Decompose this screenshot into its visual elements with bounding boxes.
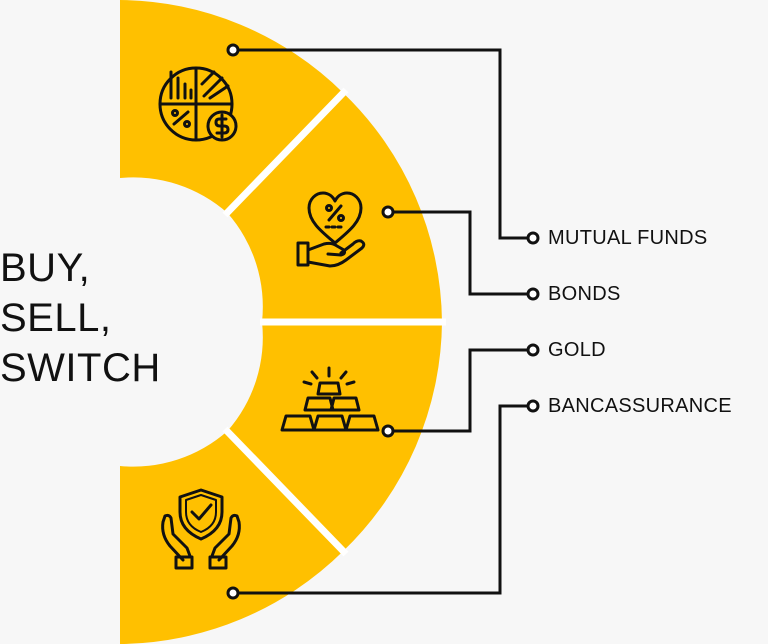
headline-line-1: BUY, <box>0 246 91 290</box>
headline: BUY, SELL, SWITCH <box>0 243 161 393</box>
label-mutual-funds: MUTUAL FUNDS <box>548 227 708 249</box>
label-gold: GOLD <box>548 339 606 361</box>
headline-line-3: SWITCH <box>0 346 161 390</box>
connector-bancassurance <box>233 404 533 595</box>
ring-segments <box>120 0 442 644</box>
label-bancassurance: BANCASSURANCE <box>548 395 732 417</box>
segment-separators <box>222 87 446 557</box>
segment-bancassurance <box>120 431 344 644</box>
gold-bars-icon <box>280 366 380 432</box>
heart-percent-hand-icon <box>296 191 366 268</box>
segment-bonds <box>227 93 442 322</box>
pie-chart-icon <box>158 66 238 142</box>
connector-gold <box>388 348 533 433</box>
connector-endpoints <box>226 43 540 600</box>
headline-line-2: SELL, <box>0 296 112 340</box>
connector-bonds <box>388 210 533 296</box>
connector-lines <box>233 48 533 595</box>
connector-mutual-funds <box>233 48 533 240</box>
shield-check-hands-icon <box>161 488 241 570</box>
label-bonds: BONDS <box>548 283 621 305</box>
segment-gold <box>227 322 442 551</box>
